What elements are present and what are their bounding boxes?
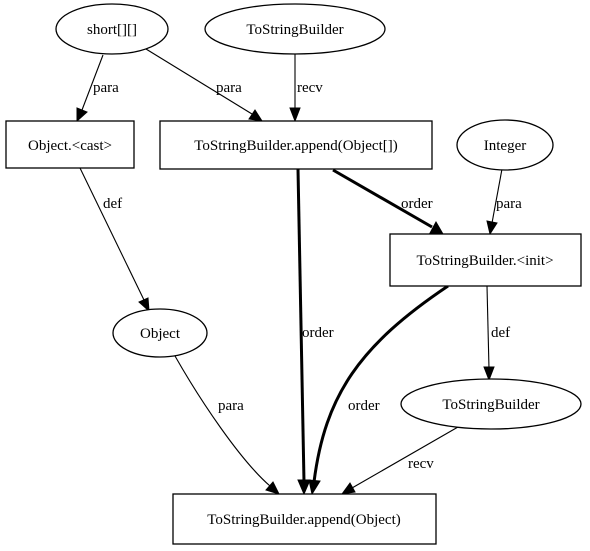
edge-label: def bbox=[491, 325, 510, 341]
node-tostringbuilder-init: ToStringBuilder.<init> bbox=[389, 233, 582, 287]
node-append-object: ToStringBuilder.append(Object) bbox=[172, 493, 437, 545]
node-label: short[][] bbox=[87, 22, 137, 38]
node-label: Object bbox=[140, 326, 181, 342]
edge-cast-to-object: def bbox=[79, 167, 150, 313]
node-object-cast: Object.<cast> bbox=[5, 120, 135, 169]
edge-label: para bbox=[93, 80, 119, 96]
edge-tsb-mid-to-append-object: recv bbox=[340, 426, 459, 495]
node-label: ToStringBuilder.append(Object) bbox=[207, 512, 401, 528]
edge-init-to-append-object: order bbox=[308, 284, 449, 496]
edge-append-array-to-append-object: order bbox=[296, 168, 334, 496]
edge-short-to-append-array: para bbox=[145, 48, 264, 122]
edge-label: recv bbox=[408, 456, 434, 472]
edge-label: order bbox=[401, 196, 433, 212]
node-short-array: short[][] bbox=[55, 3, 169, 55]
edge-label: recv bbox=[297, 80, 323, 96]
edge-label: order bbox=[348, 398, 380, 414]
edge-init-to-tsb-mid: def bbox=[483, 285, 510, 382]
node-label: ToStringBuilder.append(Object[]) bbox=[194, 138, 397, 154]
node-append-object-array: ToStringBuilder.append(Object[]) bbox=[159, 120, 433, 170]
edge-tsb-to-append-array: recv bbox=[289, 53, 323, 123]
node-label: Object.<cast> bbox=[28, 138, 112, 154]
node-integer: Integer bbox=[456, 119, 554, 171]
node-label: ToStringBuilder.<init> bbox=[416, 253, 553, 269]
node-tostringbuilder-mid: ToStringBuilder bbox=[400, 378, 582, 430]
node-label: ToStringBuilder bbox=[246, 22, 343, 38]
node-label: ToStringBuilder bbox=[442, 397, 539, 413]
edge-label: def bbox=[103, 196, 122, 212]
edge-label: para bbox=[496, 196, 522, 212]
node-object: Object bbox=[112, 308, 208, 358]
node-tostringbuilder-top: ToStringBuilder bbox=[204, 3, 386, 55]
edge-append-array-to-init: order bbox=[332, 168, 444, 235]
edge-label: para bbox=[218, 398, 244, 414]
edge-object-to-append-object: para bbox=[174, 355, 280, 495]
edge-integer-to-init: para bbox=[486, 168, 522, 236]
node-label: Integer bbox=[484, 138, 526, 154]
edge-label: para bbox=[216, 80, 242, 96]
edge-label: order bbox=[302, 325, 334, 341]
edge-short-to-cast: para bbox=[76, 54, 119, 123]
